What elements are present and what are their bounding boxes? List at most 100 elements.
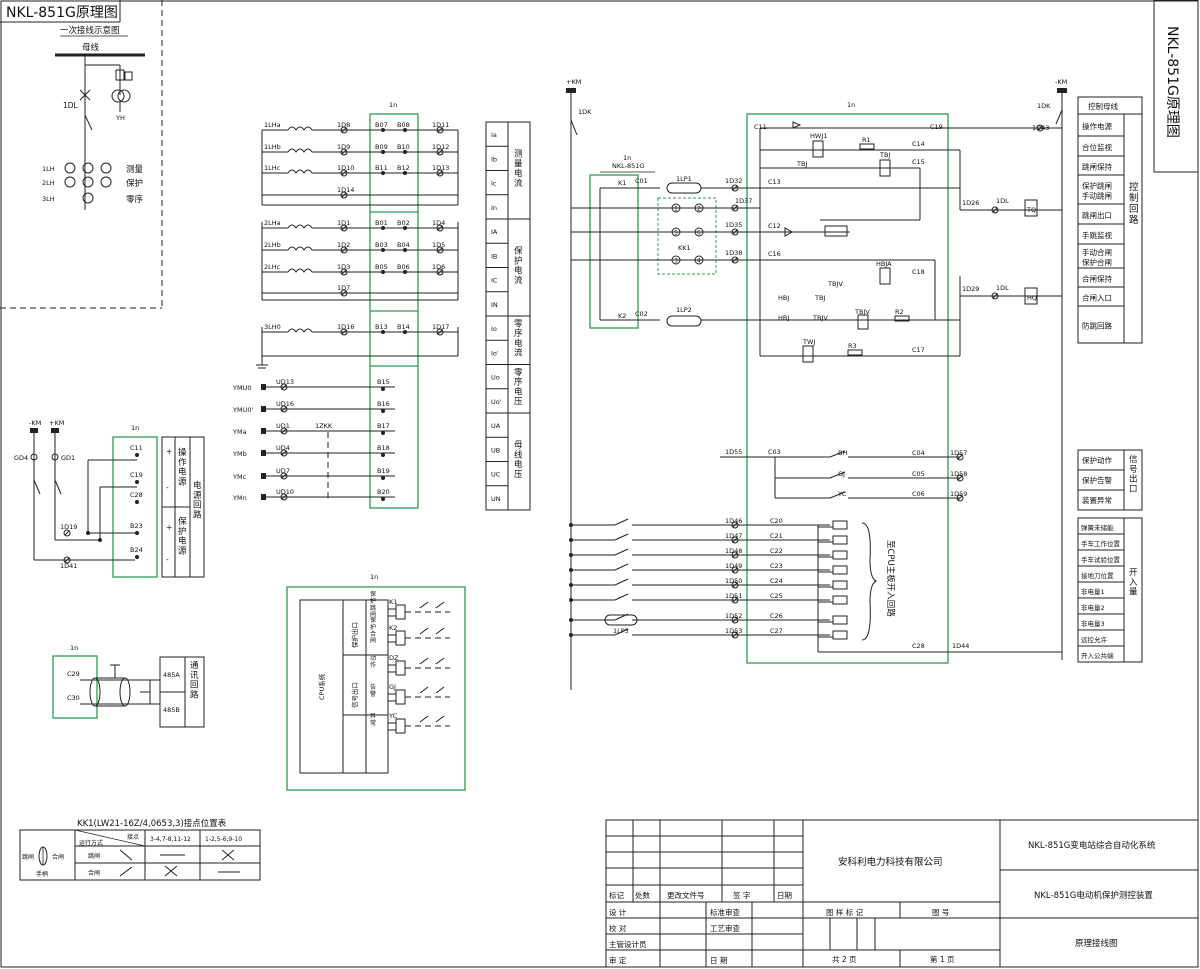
k1-label: K1	[618, 179, 626, 187]
control-terminal: 1D37	[735, 197, 752, 205]
resistor-r1	[859, 143, 875, 150]
svg-text:HBJ: HBJ	[778, 294, 789, 302]
cpu-device-label: 1n	[370, 573, 378, 581]
svg-text:R2: R2	[895, 308, 904, 316]
role-label: 校 对	[609, 923, 627, 933]
bi-table-group: 开入量	[1129, 568, 1138, 598]
signal-pin: C06	[912, 490, 925, 498]
vt-terminal: UD13	[276, 378, 294, 386]
svg-text:HBJA: HBJA	[876, 260, 892, 268]
title-block: 标记处数更改文件号签 字日期设 计校 对主管设计员审 定标准审查工艺审查日 期 …	[605, 819, 1199, 968]
ct-label-protect: 保护	[126, 178, 143, 189]
cpu-group-signal: 信号出口	[350, 682, 359, 708]
power-label-operating: 操作电源	[178, 447, 187, 487]
relay-label: K2	[389, 624, 397, 632]
vt-label: YH	[115, 114, 125, 122]
ctrl-km-plus: +KM	[566, 78, 581, 86]
brace-label: 至CPU主板开入回路	[885, 540, 896, 617]
kk-contact: 6	[697, 230, 701, 237]
kk-contact: 5	[674, 230, 678, 237]
signal-table: IaIbIcInIAIBICINIoIo'UoUo'UAUBUCUN测量电流保护…	[485, 121, 531, 511]
optocoupler-icon	[832, 595, 848, 605]
cpu-system-label: CPU系统	[317, 673, 326, 700]
vt-terminal: UD1	[276, 422, 290, 430]
comm-label-table: 485A 485B	[159, 656, 205, 728]
svg-text:TBJV: TBJV	[827, 280, 843, 288]
signal-group-label: 保护电流	[514, 246, 523, 286]
svg-text:图 号: 图 号	[932, 908, 949, 917]
ct-label-measure: 测量	[126, 165, 144, 175]
vt-pin: B20	[377, 488, 390, 496]
signal-group-label: 零序电流	[514, 319, 523, 358]
vt-pin: B19	[377, 467, 390, 475]
control-pin: C11	[754, 123, 767, 131]
signal-name: In	[491, 204, 497, 212]
rev-header: 标记	[609, 890, 624, 900]
kk-position-table: 接点 运行方式 3-4,7-8,11-12 1-2,5-6,9-10 跳闸 合闸…	[19, 829, 261, 881]
vt-pin: B16	[377, 400, 390, 408]
power-label-circuit: 电源回路	[193, 480, 202, 520]
vt-name: YMb	[232, 450, 247, 458]
switch-1zkk: 1ZKK	[315, 422, 333, 430]
title-tab	[1153, 0, 1199, 173]
company-name: 安科利电力科技有限公司	[838, 856, 943, 868]
link-1lp1	[666, 182, 702, 194]
role-label: 设 计	[609, 907, 627, 917]
svg-text:TBJV: TBJV	[854, 308, 870, 316]
svg-text:TBJ: TBJ	[796, 160, 807, 168]
link-1lp3-label: 1LP3	[613, 627, 629, 635]
signal-term: 1D57	[950, 449, 967, 457]
system-name: NKL-851G变电站综合自动化系统	[1028, 840, 1156, 851]
pin-label: B06	[397, 263, 410, 271]
link-1lp3	[604, 614, 638, 626]
signal-group-label: 母线电压	[514, 441, 523, 480]
ct-label: 3LH0	[264, 323, 281, 331]
svg-text:1LP2: 1LP2	[676, 306, 692, 314]
title-tab-text: NKL-851G原理图	[1164, 26, 1180, 138]
signal-group-label: 测量电流	[514, 150, 523, 189]
power-pin: C11	[130, 444, 143, 452]
bi-table-item: 弹簧未储能	[1081, 523, 1114, 532]
cpu-group-protect: 保护出口	[350, 622, 359, 648]
role-label: 审 定	[609, 955, 627, 965]
relay-label: YC	[388, 712, 398, 720]
svg-text:-: -	[166, 555, 169, 564]
optocoupler-icon	[832, 520, 848, 530]
signal-term: 1D58	[950, 470, 967, 478]
out-terminal: 1D11	[432, 121, 449, 129]
svg-text:跳闸: 跳闸	[22, 853, 34, 861]
relay-label: GJ	[389, 683, 396, 691]
vt-name: YMa	[232, 428, 247, 436]
dk-right: 1DK	[1037, 102, 1051, 110]
bi-terminal: 1D48	[725, 547, 742, 555]
bi-pin: C20	[770, 517, 783, 525]
pin-label: B05	[375, 263, 388, 271]
control-terminal: 1D26	[962, 199, 979, 207]
cpu-output-name: 动作	[370, 655, 376, 669]
pin-c29: C29	[67, 670, 80, 678]
svg-text:HWJ1: HWJ1	[810, 132, 827, 140]
signal-name: Ic	[491, 180, 497, 188]
ctrl-km-minus: -KM	[1055, 78, 1067, 86]
svg-text:HQ: HQ	[1027, 294, 1037, 302]
bi-pin: C24	[770, 577, 783, 585]
cpu-output-name: 异常	[370, 713, 376, 727]
signal-table-group: 信号出口	[1129, 454, 1138, 494]
pin-label: B08	[397, 121, 410, 129]
signal-name: UA	[491, 422, 501, 430]
svg-text:TBJ: TBJ	[879, 151, 890, 159]
vt-terminal: UD10	[276, 488, 294, 496]
k2-label: K2	[618, 312, 626, 320]
out-terminal: 1D4	[432, 219, 445, 227]
vt-name: YMU0	[232, 384, 251, 392]
control-table-item: 合闸保持	[1082, 274, 1112, 284]
rev-header: 更改文件号	[667, 890, 705, 900]
pin-label: B03	[375, 241, 388, 249]
